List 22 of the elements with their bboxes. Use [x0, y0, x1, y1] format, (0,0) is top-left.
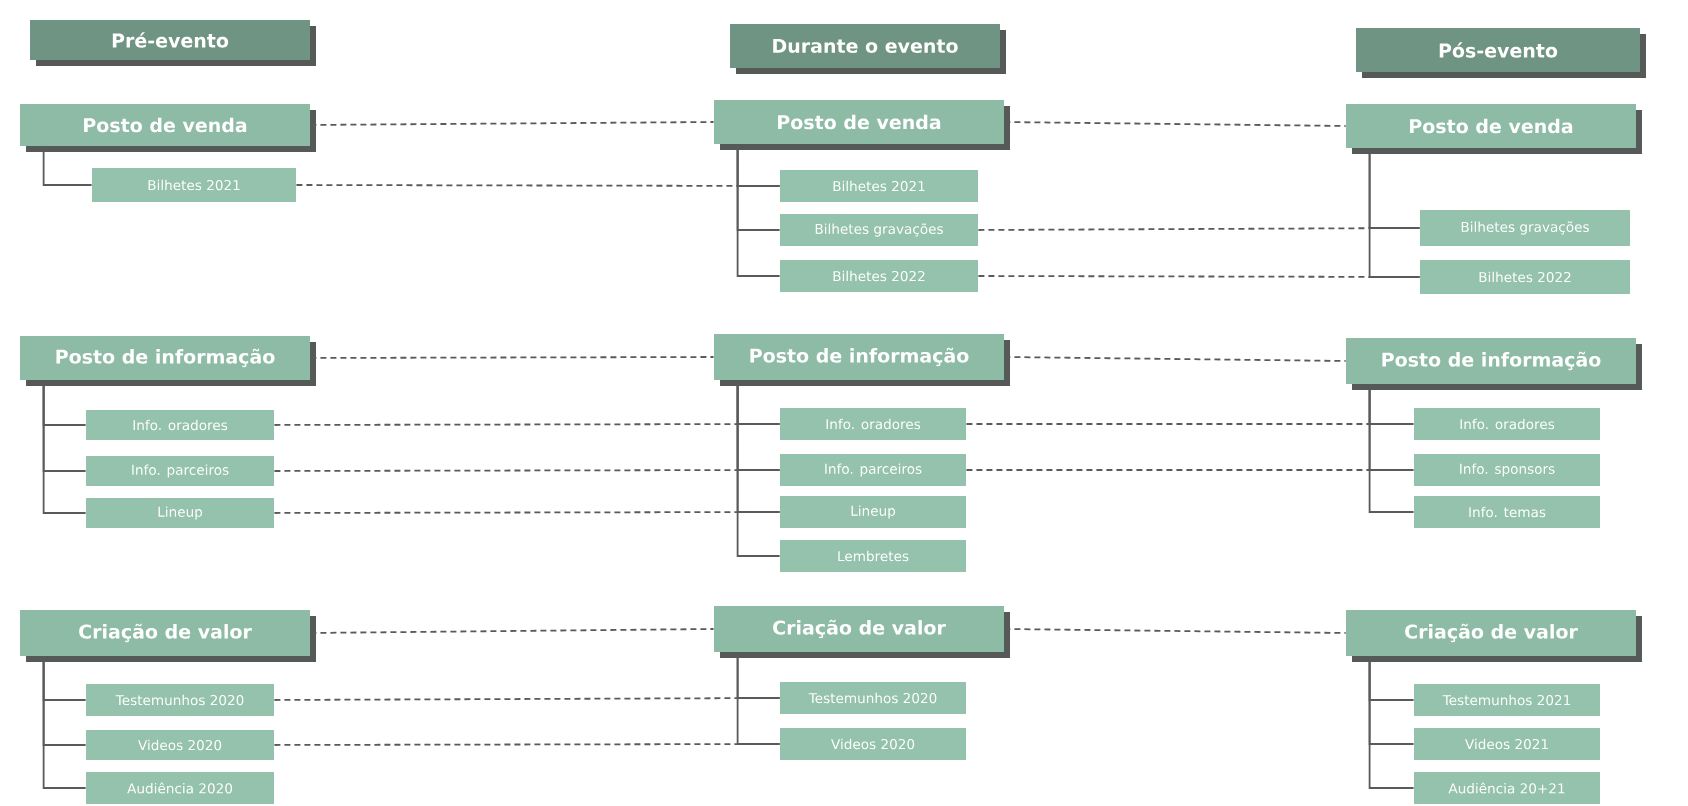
category-box: Posto de informação: [20, 336, 316, 386]
dashed-connector: [273, 423, 781, 426]
dashed-connector: [295, 184, 781, 187]
category-box: Criação de valor: [20, 610, 316, 662]
header-box: Pós-evento: [1356, 28, 1646, 78]
dashed-connector: [965, 423, 1415, 425]
dashed-connector: [273, 511, 781, 514]
dashed-connector: [977, 275, 1421, 278]
dashed-connector: [977, 227, 1421, 231]
category-box: Posto de venda: [20, 104, 316, 152]
dashed-connector: [965, 469, 1415, 471]
dashed-connector: [273, 743, 781, 746]
category-box: Posto de informação: [714, 334, 1010, 386]
category-box: Criação de valor: [1346, 610, 1642, 662]
category-box: Posto de informação: [1346, 338, 1642, 390]
category-box: Posto de venda: [714, 100, 1010, 150]
dashed-connector: [273, 697, 781, 701]
category-box: Criação de valor: [714, 606, 1010, 658]
header-box: Durante o evento: [730, 24, 1006, 74]
header-box: Pré-evento: [30, 20, 316, 66]
dashed-connector: [273, 469, 781, 472]
category-box: Posto de venda: [1346, 104, 1642, 154]
